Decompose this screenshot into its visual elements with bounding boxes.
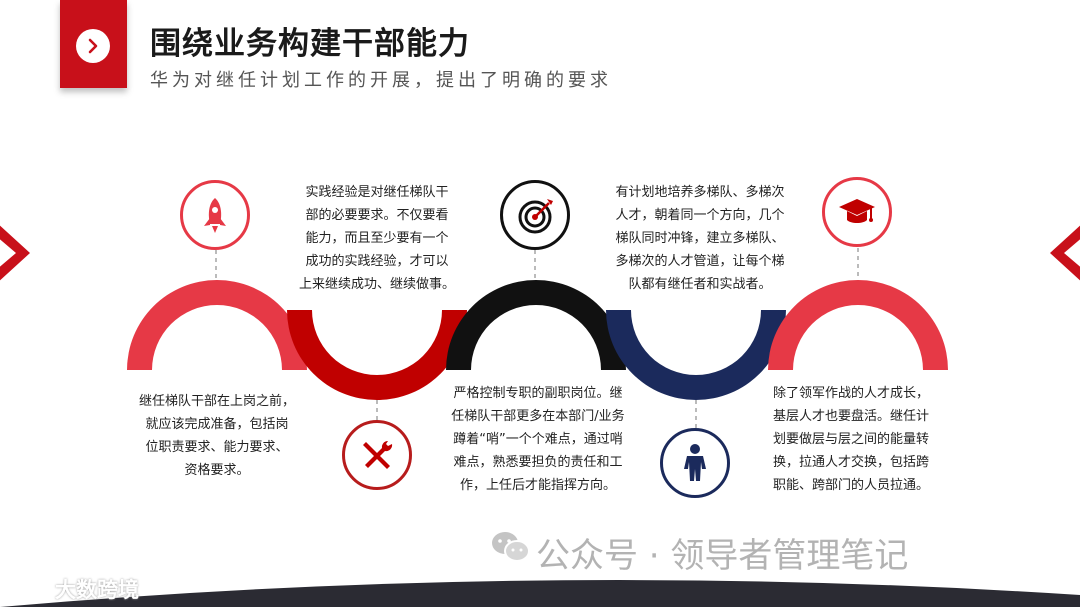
header-badge [60,0,127,88]
step-2-text: 实践经验是对继任梯队干部的必要要求。不仅要看 能力，而且至少要有一个成功的实践经… [298,185,455,292]
watermark-text: 公众号 · 领导者管理笔记 [536,536,909,576]
step-2-icon-circle [342,420,412,490]
prev-arrow-icon[interactable] [0,222,34,288]
step-1-icon-circle [180,180,250,250]
next-arrow-icon[interactable] [1046,222,1080,288]
page-title: 围绕业务构建干部能力 [150,26,470,62]
target-icon [518,199,553,234]
step-1-text: 继任梯队干部在上岗之前，就应该完成准备，包括岗 位职责要求、能力要求、资格要求。 [138,394,295,478]
step-5-icon-circle [822,177,892,247]
arc-1 [127,280,307,370]
brand-logo-icon [10,572,52,606]
chevron-right-icon [76,29,110,63]
arc-4 [606,310,786,400]
arc-3 [446,280,626,370]
step-4-icon-circle [660,428,730,498]
rocket-icon [204,198,226,233]
person-icon [684,444,706,481]
wechat-icon [490,530,530,568]
arc-2 [287,310,467,400]
step-3-text: 严格控制专职的副职岗位。继任梯队干部更多在本部门/业务 蹲着“哨”一个个难点，通… [451,386,625,493]
page-subtitle: 华为对继任计划工作的开展，提出了明确的要求 [150,70,612,91]
tools-icon [363,440,393,469]
graduation-cap-icon [839,199,875,223]
arc-5 [768,280,948,370]
step-3-icon-circle [500,180,570,250]
step-4-text: 有计划地培养多梯队、多梯次人才，朝着同一个方向，几个 梯队同时冲锋，建立多梯队、… [615,185,785,292]
step-5-text: 除了领军作战的人才成长，基层人才也要盘活。继任计 划要做层与层之间的能量转换，拉… [773,386,930,493]
brand-logo-text: 大数跨境 [55,578,139,602]
